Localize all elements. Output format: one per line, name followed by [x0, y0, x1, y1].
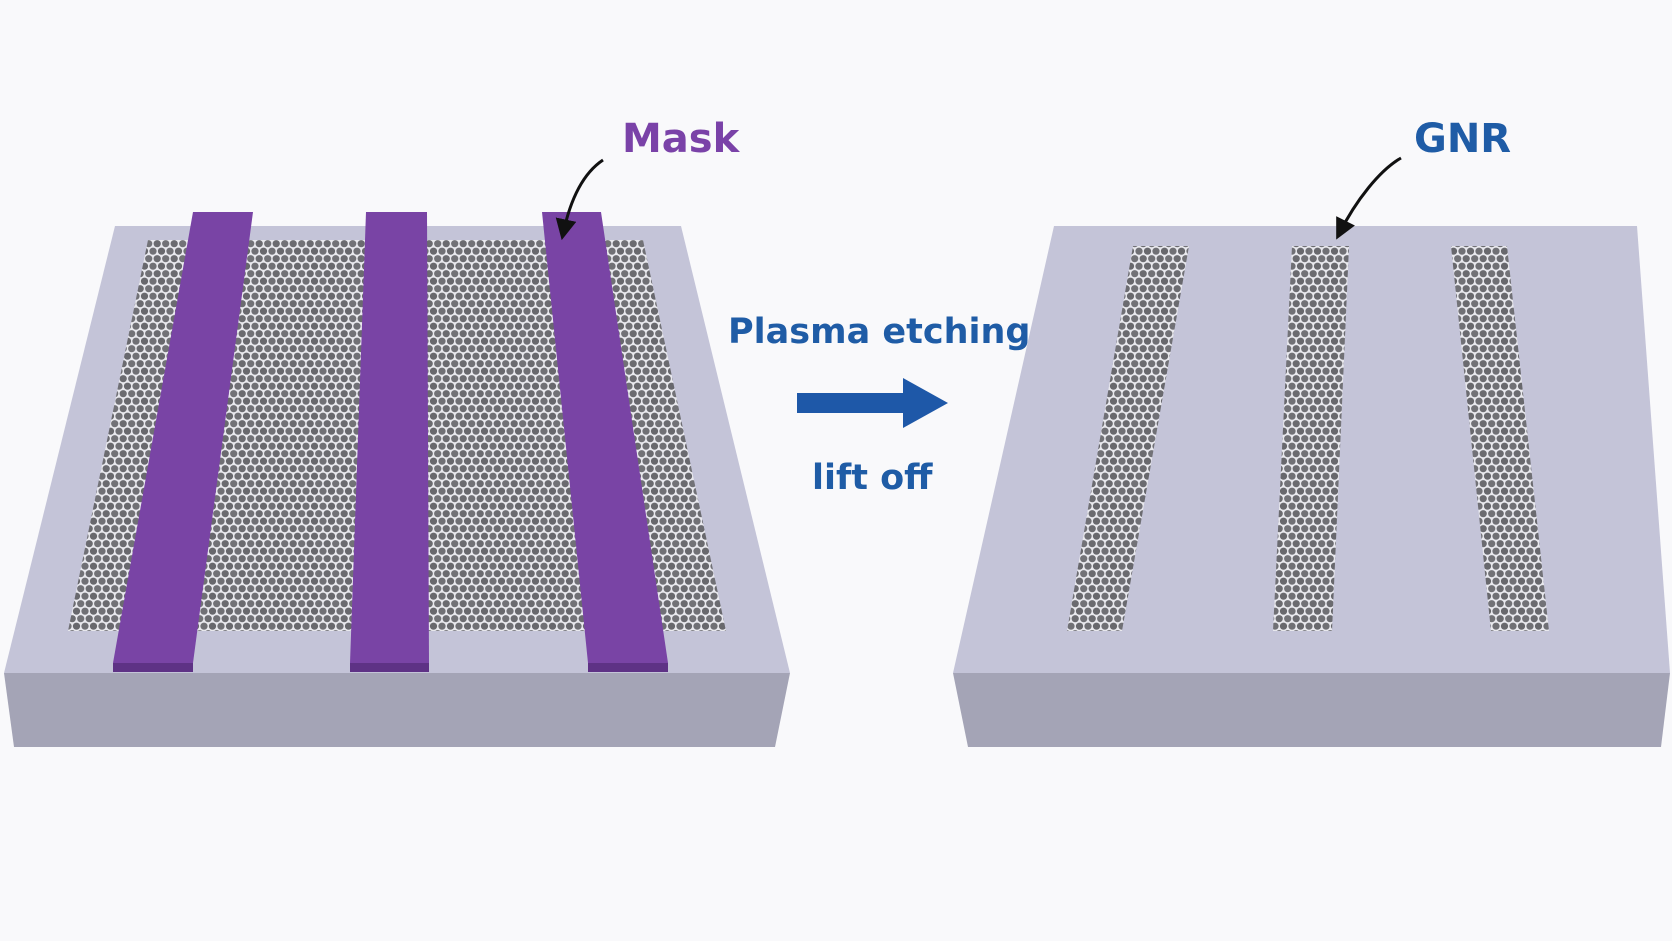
- ribbon-substrate-block: [953, 226, 1670, 747]
- mask-stripe-3: [542, 212, 668, 663]
- gnr-label: GNR: [1414, 116, 1512, 162]
- right-substrate-front: [953, 673, 1670, 747]
- right-arrow-icon: [797, 378, 948, 428]
- left-substrate-front: [4, 673, 790, 747]
- mask-pointer-arrow-icon: [555, 158, 604, 241]
- lift-off-label: lift off: [812, 458, 933, 498]
- mask-stripe-1: [113, 212, 253, 663]
- masked-substrate-block: [4, 212, 790, 747]
- mask-stripe-1-side: [113, 663, 193, 672]
- gnr-pointer-arrow-icon: [1336, 156, 1402, 240]
- mask-label: Mask: [622, 116, 740, 162]
- mask-stripe-2-side: [350, 663, 429, 672]
- plasma-etching-label: Plasma etching: [728, 312, 1031, 352]
- nanoribbon-2: [1273, 246, 1349, 631]
- nanoribbon-1: [1067, 246, 1189, 631]
- mask-stripe-3-side: [588, 663, 668, 672]
- nanoribbon-3: [1451, 246, 1549, 631]
- mask-stripe-2: [350, 212, 429, 663]
